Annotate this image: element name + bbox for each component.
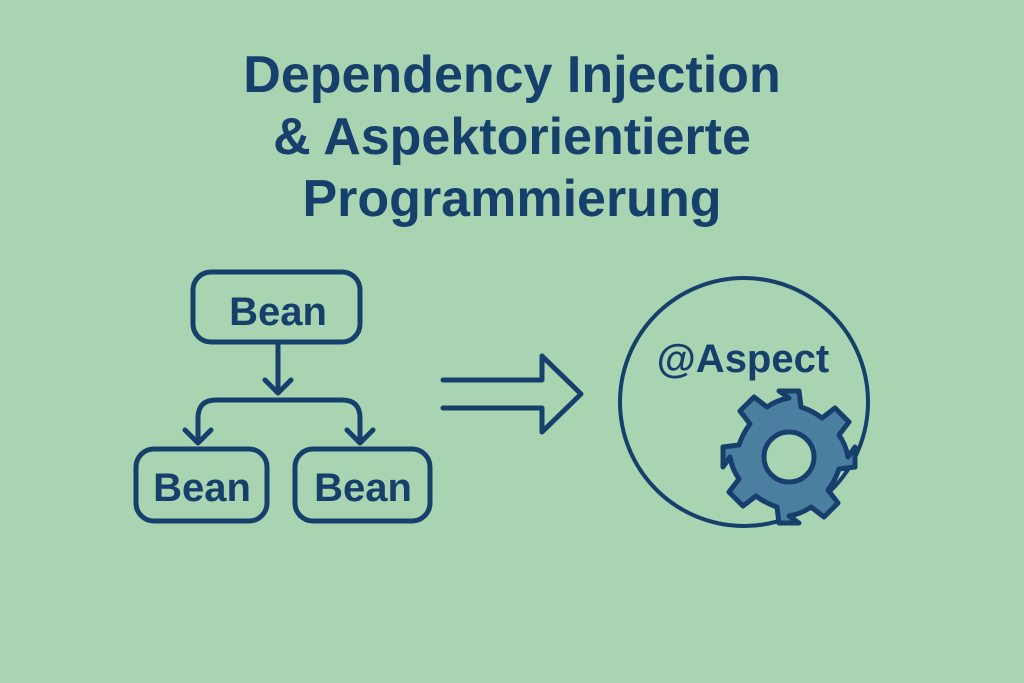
bean-box-right [292, 446, 433, 524]
title-line-3: Programmierung [302, 170, 722, 228]
double-arrow-right-icon [440, 353, 584, 435]
aspect-circle [618, 276, 870, 528]
arrow-head-icon [344, 427, 376, 446]
page-title: Dependency Injection & Aspektorientierte… [0, 44, 1024, 230]
bean-label-right: Bean [314, 466, 412, 510]
gear-icon [720, 388, 858, 526]
bean-label-left: Bean [153, 466, 251, 510]
bean-label-root: Bean [229, 290, 327, 334]
arrow-head-icon [182, 427, 214, 446]
bean-box-left [133, 446, 270, 524]
arrow-head-icon [262, 377, 294, 396]
title-line-1: Dependency Injection [243, 46, 781, 104]
aspect-label: @Aspect [657, 337, 829, 381]
title-line-2: & Aspektorientierte [273, 108, 751, 166]
dependency-tree [133, 269, 433, 524]
